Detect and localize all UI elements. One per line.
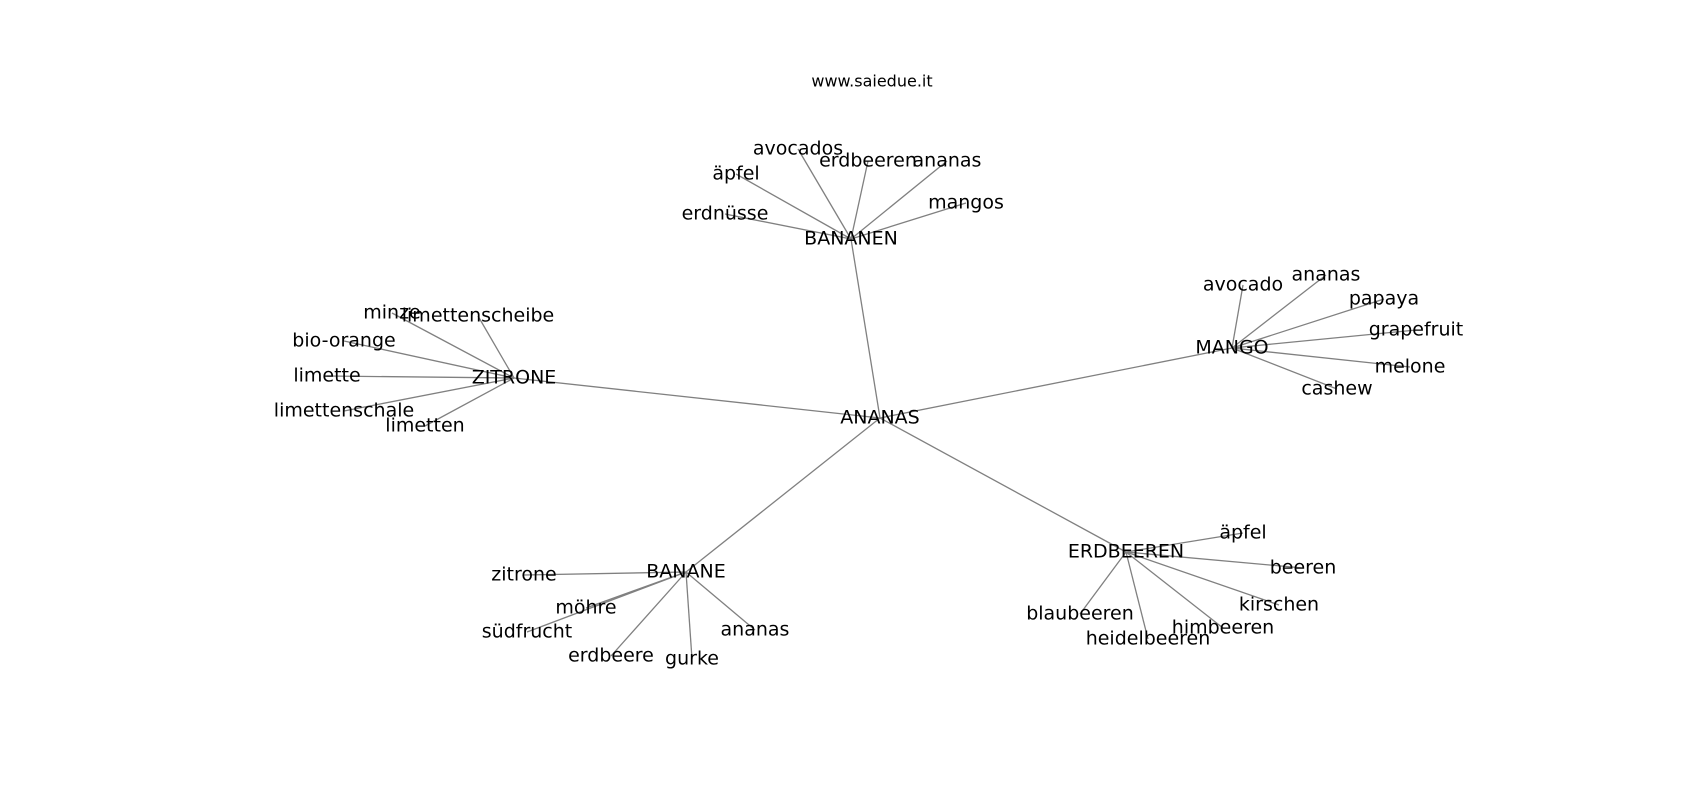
edge-hub-to-leaf bbox=[477, 315, 515, 379]
edge-center-to-hub bbox=[685, 417, 881, 573]
edge-hub-to-leaf bbox=[685, 571, 756, 631]
leaf-node-label: ananas bbox=[1292, 264, 1361, 286]
edge-hub-to-leaf bbox=[1079, 551, 1127, 615]
leaf-node-label: avocado bbox=[1203, 274, 1283, 296]
hub-node-label: ZITRONE bbox=[472, 367, 557, 389]
edge-center-to-hub bbox=[850, 238, 881, 419]
edge-hub-to-leaf bbox=[1231, 329, 1417, 349]
leaf-node-label: äpfel bbox=[1219, 522, 1266, 544]
leaf-node-label: cashew bbox=[1301, 378, 1372, 400]
leaf-node-label: himbeeren bbox=[1172, 617, 1274, 639]
leaf-node-label: limettenscheibe bbox=[402, 305, 555, 327]
edge-hub-to-leaf bbox=[1125, 532, 1244, 553]
leaf-node-label: minze bbox=[363, 302, 421, 324]
edge-center-to-hub bbox=[879, 417, 1127, 553]
edge-hub-to-leaf bbox=[1231, 284, 1244, 349]
leaf-node-label: blaubeeren bbox=[1026, 603, 1134, 625]
leaf-node-label: grapefruit bbox=[1369, 319, 1464, 341]
graph-edges bbox=[326, 148, 1417, 660]
edge-hub-to-leaf bbox=[1125, 551, 1149, 640]
edge-hub-to-leaf bbox=[424, 377, 515, 427]
edge-center-to-hub bbox=[513, 377, 881, 419]
edge-hub-to-leaf bbox=[391, 312, 515, 379]
edge-hub-to-leaf bbox=[850, 202, 967, 240]
leaf-node-label: südfrucht bbox=[482, 621, 572, 643]
leaf-node-label: erdnüsse bbox=[682, 203, 769, 225]
leaf-node-label: limette bbox=[293, 365, 360, 387]
leaf-node-label: äpfel bbox=[712, 163, 759, 185]
leaf-node-label: limetten bbox=[385, 415, 464, 437]
edge-hub-to-leaf bbox=[1125, 551, 1280, 606]
leaf-node-label: avocados bbox=[753, 138, 843, 160]
leaf-node-label: möhre bbox=[555, 597, 616, 619]
edge-hub-to-leaf bbox=[343, 377, 515, 412]
edge-hub-to-leaf bbox=[797, 148, 852, 240]
edge-hub-to-leaf bbox=[1231, 347, 1338, 390]
leaf-node-label: heidelbeeren bbox=[1086, 628, 1211, 650]
edge-hub-to-leaf bbox=[1231, 274, 1327, 349]
edge-hub-to-leaf bbox=[1125, 551, 1224, 629]
hub-node-label: BANANE bbox=[646, 561, 725, 583]
edge-hub-to-leaf bbox=[850, 160, 869, 240]
edge-hub-to-leaf bbox=[1231, 298, 1385, 349]
leaf-node-label: erdbeeren bbox=[819, 150, 917, 172]
edge-hub-to-leaf bbox=[326, 375, 515, 379]
leaf-node-label: bio-orange bbox=[292, 330, 395, 352]
center-node-label: ANANAS bbox=[840, 407, 919, 429]
leaf-node-label: mangos bbox=[928, 192, 1004, 214]
leaf-node-label: melone bbox=[1375, 356, 1446, 378]
leaf-node-label: papaya bbox=[1349, 288, 1419, 310]
edge-hub-to-leaf bbox=[526, 571, 687, 633]
edge-hub-to-leaf bbox=[685, 571, 693, 660]
edge-center-to-hub bbox=[879, 347, 1233, 419]
edge-hub-to-leaf bbox=[343, 340, 515, 379]
leaf-node-label: zitrone bbox=[491, 564, 556, 586]
hub-node-label: ERDBEEREN bbox=[1068, 541, 1184, 563]
leaf-node-label: limettenschale bbox=[274, 400, 414, 422]
leaf-node-label: beeren bbox=[1270, 557, 1337, 579]
edge-hub-to-leaf bbox=[1125, 551, 1304, 569]
edge-hub-to-leaf bbox=[610, 571, 687, 657]
leaf-node-label: ananas bbox=[913, 150, 982, 172]
edge-hub-to-leaf bbox=[523, 571, 687, 576]
edge-hub-to-leaf bbox=[724, 213, 852, 240]
edge-hub-to-leaf bbox=[850, 160, 948, 240]
leaf-node-label: erdbeere bbox=[568, 645, 654, 667]
edge-hub-to-leaf bbox=[735, 173, 852, 240]
leaf-node-label: gurke bbox=[665, 648, 719, 670]
leaf-node-label: ananas bbox=[721, 619, 790, 641]
hub-node-label: BANANEN bbox=[804, 228, 898, 250]
hub-node-label: MANGO bbox=[1195, 337, 1268, 359]
source-label: www.saiedue.it bbox=[811, 72, 932, 91]
leaf-node-label: kirschen bbox=[1239, 594, 1319, 616]
graph-labels: avocadosäpfelerdbeerenananasmangoserdnüs… bbox=[274, 138, 1463, 670]
edge-hub-to-leaf bbox=[1231, 347, 1411, 368]
